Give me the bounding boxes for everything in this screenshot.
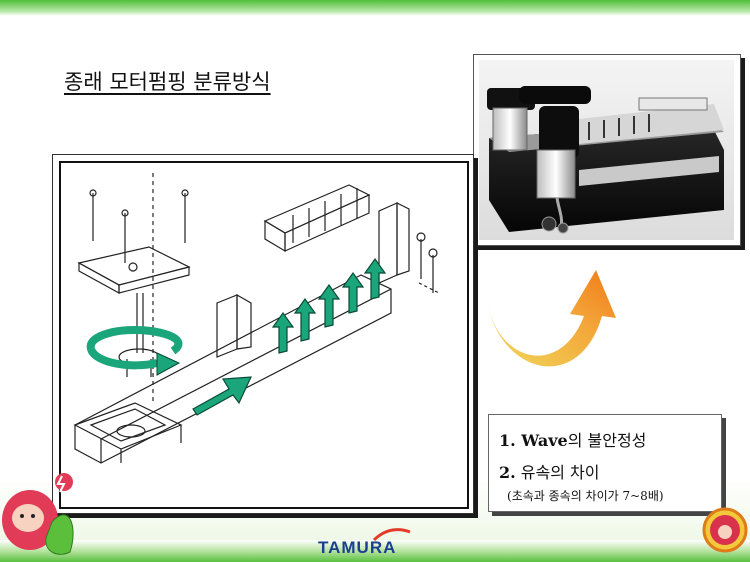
top-green-band: [0, 0, 750, 16]
flow-arrow-icon: [317, 283, 341, 328]
note-open-paren: (: [507, 489, 512, 503]
info-item-2: 2. 유속의 차이: [499, 459, 599, 483]
mascot-badge-icon: [702, 507, 748, 553]
info-item-1-text: 의 불안정성: [567, 431, 647, 450]
flow-arrow-icon: [363, 257, 387, 300]
tamura-logo: TAMURA: [318, 538, 397, 557]
info-item-2-number: 2.: [499, 463, 516, 482]
logo-swoosh-icon: [372, 528, 411, 542]
note-text: 초속과 종속의 차이가 7~8배: [511, 489, 659, 503]
circular-arrow-icon: [86, 326, 183, 376]
curved-arrow-icon: [488, 270, 616, 367]
bottom-green-band: [0, 540, 750, 562]
flow-arrow-icon: [271, 311, 295, 354]
machine-photo: [479, 60, 734, 240]
flow-arrow-icon: [341, 271, 365, 314]
flow-arrow-icon: [293, 297, 317, 342]
note-close-paren: ): [658, 489, 664, 503]
pump-machine-image: [487, 86, 724, 234]
diagram-frame: [52, 154, 474, 514]
slide-title: 종래 모터펌핑 분류방식: [64, 70, 271, 94]
machine-photo-frame: [473, 54, 741, 246]
info-item-1-number: 1. Wave: [499, 431, 568, 450]
pump-exploded-diagram: [73, 173, 440, 464]
info-item-2-text: 유속의 차이: [515, 463, 600, 482]
diagram-inner-border: [59, 161, 469, 509]
flow-arrow-icon: [192, 376, 252, 416]
info-item-1: 1. Wave의 불안정성: [499, 427, 646, 451]
mascot-icon: [2, 473, 74, 555]
info-box: 1. Wave의 불안정성 2. 유속의 차이 (초속과 종속의 차이가 7~8…: [488, 414, 722, 512]
info-item-2-note: (초속과 종속의 차이가 7~8배): [507, 487, 664, 504]
